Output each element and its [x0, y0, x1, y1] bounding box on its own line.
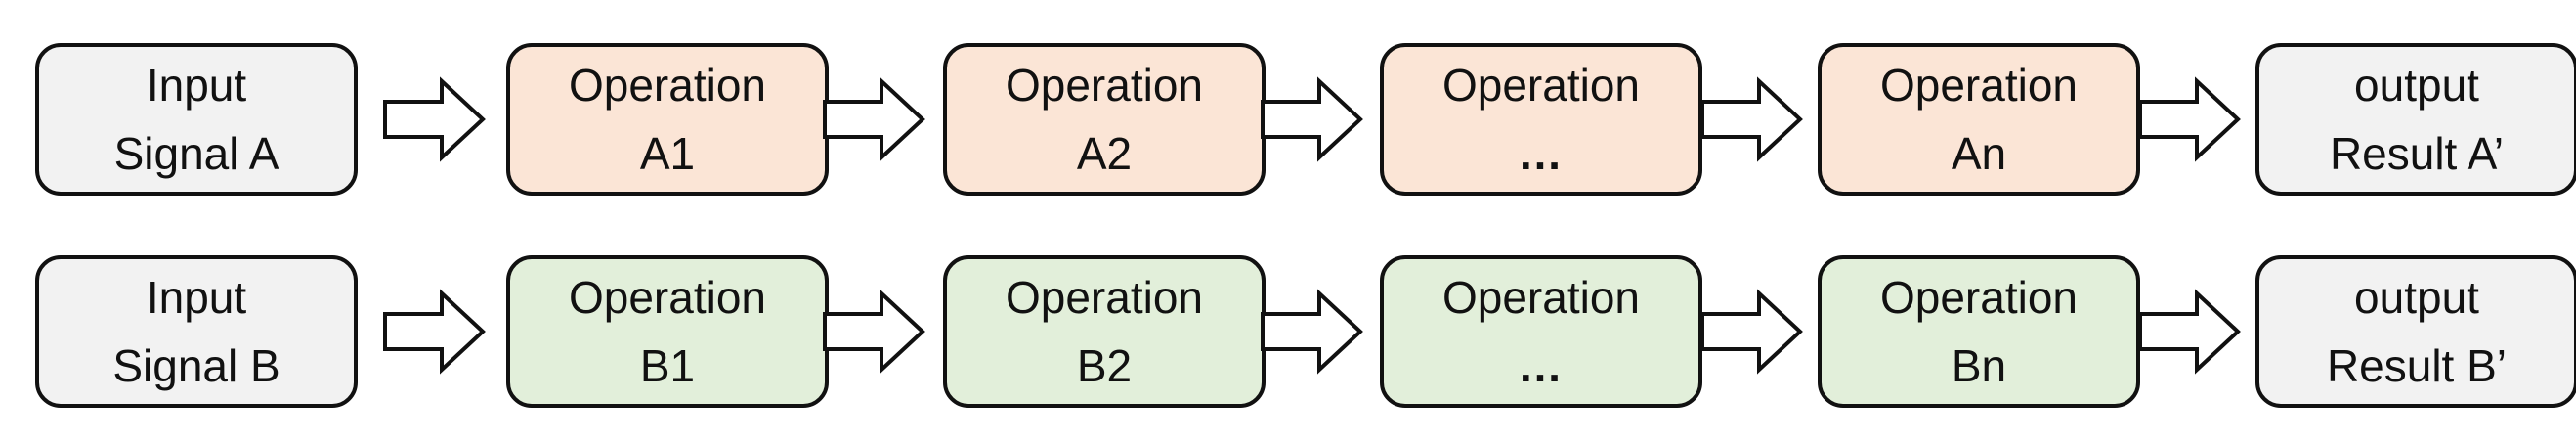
operation-a2-box: Operation A2 — [943, 43, 1266, 196]
box-label-line1: Input — [146, 60, 247, 111]
box-label-line1: Operation — [1879, 272, 2078, 323]
box-label-line1: Input — [146, 272, 247, 323]
box-label-line2: Result A’ — [2329, 128, 2505, 179]
input-signal-a-box: Input Signal A — [35, 43, 358, 196]
box-label-line2: Result B’ — [2326, 340, 2508, 391]
box-label-line2: An — [1951, 128, 2007, 179]
flow-arrow-icon — [2136, 75, 2242, 163]
box-label-line1: Operation — [1005, 272, 1203, 323]
box-label-line2: … — [1518, 340, 1565, 391]
flow-arrow-icon — [1259, 288, 1364, 376]
box-label-line1: output — [2354, 60, 2479, 111]
flow-arrow-icon — [381, 288, 487, 376]
pipeline-row-a: Input Signal A Operation A1 Operation A2… — [0, 43, 2576, 200]
box-label-line2: Bn — [1951, 340, 2007, 391]
flow-arrow-icon — [381, 75, 487, 163]
flow-arrow-icon — [2136, 288, 2242, 376]
operation-b2-box: Operation B2 — [943, 255, 1266, 408]
box-label-line1: Operation — [1879, 60, 2078, 111]
flow-arrow-icon — [1698, 75, 1804, 163]
box-label-line2: A2 — [1076, 128, 1133, 179]
pipeline-row-b: Input Signal B Operation B1 Operation B2… — [0, 255, 2576, 412]
box-label-line1: output — [2354, 272, 2479, 323]
flow-arrow-icon — [821, 75, 926, 163]
operation-an-box: Operation An — [1818, 43, 2140, 196]
box-label-line1: Operation — [1005, 60, 1203, 111]
box-label-line1: Operation — [568, 272, 766, 323]
flow-arrow-icon — [821, 288, 926, 376]
box-label-line1: Operation — [1441, 60, 1640, 111]
box-label-line1: Operation — [568, 60, 766, 111]
flow-arrow-icon — [1259, 75, 1364, 163]
operation-bn-box: Operation Bn — [1818, 255, 2140, 408]
operation-ellipsis-b-box: Operation … — [1380, 255, 1702, 408]
output-result-a-box: output Result A’ — [2255, 43, 2576, 196]
flow-arrow-icon — [1698, 288, 1804, 376]
box-label-line2: Signal A — [113, 128, 279, 179]
operation-ellipsis-a-box: Operation … — [1380, 43, 1702, 196]
box-label-line1: Operation — [1441, 272, 1640, 323]
box-label-line2: … — [1518, 128, 1565, 179]
box-label-line2: B1 — [639, 340, 696, 391]
operation-a1-box: Operation A1 — [506, 43, 829, 196]
box-label-line2: Signal B — [112, 340, 280, 391]
input-signal-b-box: Input Signal B — [35, 255, 358, 408]
box-label-line2: A1 — [639, 128, 696, 179]
box-label-line2: B2 — [1076, 340, 1133, 391]
output-result-b-box: output Result B’ — [2255, 255, 2576, 408]
operation-b1-box: Operation B1 — [506, 255, 829, 408]
